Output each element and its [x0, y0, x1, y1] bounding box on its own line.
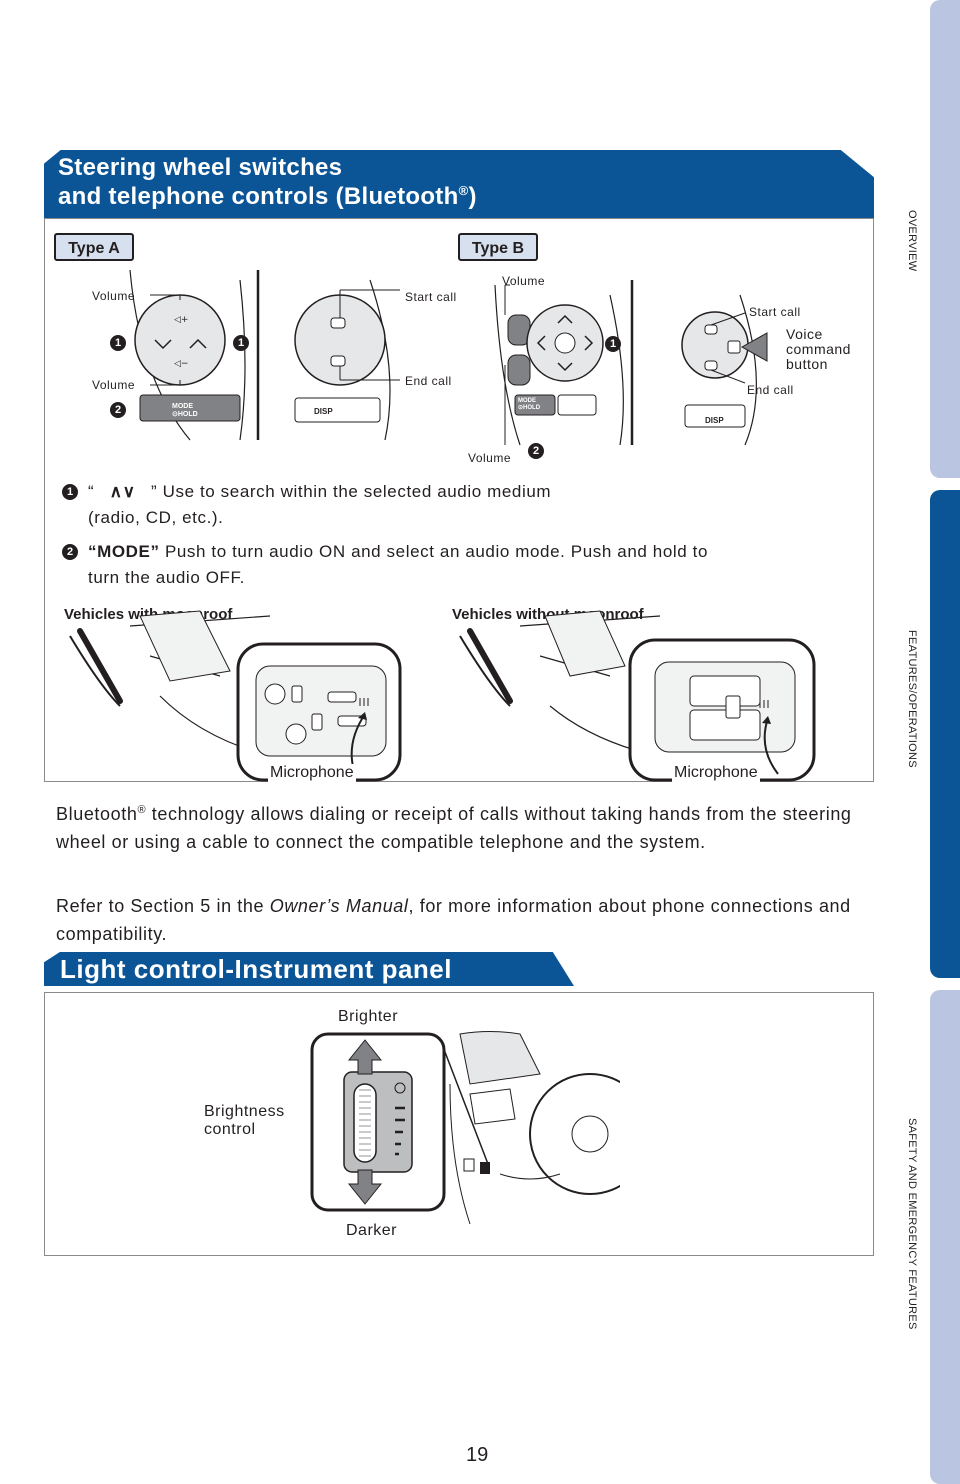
type-b-voice-command: Voice command button	[786, 326, 851, 372]
bluetooth-registered-mark: ®	[137, 804, 147, 816]
item-2-description-cont: turn the audio OFF.	[88, 568, 245, 587]
item-2-bullet: 2	[62, 544, 78, 560]
brightness-control-callout	[310, 1032, 446, 1212]
type-a-end-call: End call	[405, 374, 452, 388]
section-title-line2-close: )	[468, 183, 477, 210]
moonroof-without-illustration	[459, 610, 816, 782]
registered-mark: ®	[458, 183, 469, 198]
brightness-control-label: Brightness control	[204, 1103, 285, 1138]
type-b-volume-down-label: Volume	[468, 451, 512, 465]
owners-manual-text-b: , for more information about phone conne…	[56, 896, 851, 944]
svg-text:◁−: ◁−	[174, 359, 188, 369]
section-header-steering: Steering wheel switches and telephone co…	[44, 150, 874, 218]
moonroof-with-illustration	[69, 610, 402, 782]
owners-manual-title[interactable]: Owner’s Manual	[269, 896, 409, 916]
side-tab-overview[interactable]	[930, 0, 960, 478]
type-a-volume-down-label: Volume	[92, 378, 136, 392]
section-header-light-control: Light control-Instrument panel	[44, 952, 574, 986]
side-tab-safety-label: SAFETY AND EMERGENCY FEATURES	[906, 1118, 918, 1330]
type-b-start-call: Start call	[749, 305, 801, 319]
type-a-start-call: Start call	[405, 290, 457, 304]
item-1-open-quote: “	[88, 482, 95, 501]
side-tab-features-label: FEATURES/OPERATIONS	[906, 630, 918, 768]
section-title-line2: and telephone controls (Bluetooth®)	[58, 183, 477, 211]
type-b-disp-button: DISP	[705, 416, 724, 425]
type-a-bullet-1-left: 1	[110, 335, 126, 351]
brighter-label: Brighter	[338, 1008, 399, 1025]
item-1-close-quote: ”	[151, 482, 158, 501]
type-b-volume-up-label: Volume	[502, 274, 546, 288]
owners-manual-text-a: Refer to Section 5 in the	[56, 896, 270, 916]
type-a-mode-button: MODE ⊙HOLD	[172, 403, 198, 418]
bluetooth-paragraph-text: technology allows dialing or receipt of …	[56, 804, 852, 852]
type-b-label: Type B	[458, 233, 538, 261]
type-a-bullet-1-right: 1	[233, 335, 249, 351]
type-b-end-call: End call	[747, 383, 794, 397]
type-a-volume-up-label: Volume	[92, 289, 136, 303]
type-b-bullet-2: 2	[528, 443, 544, 459]
search-up-down-glyph: ∧∨	[109, 482, 136, 501]
item-1-description-cont: (radio, CD, etc.).	[88, 508, 224, 527]
type-b-steering-illustration	[494, 280, 768, 446]
section-title-line2-text: and telephone controls (Bluetooth	[58, 183, 459, 210]
type-b-bullet-1: 1	[605, 336, 621, 352]
item-2-text: “MODE” Push to turn audio ON and select …	[88, 538, 708, 566]
type-a-steering-illustration: ◁+ ◁−	[129, 269, 400, 441]
item-2-mode-label: “MODE”	[88, 542, 160, 561]
bluetooth-paragraph: Bluetooth® technology allows dialing or …	[56, 796, 866, 856]
item-1-text: “ ∧∨ ” Use to search within the selected…	[88, 478, 551, 506]
side-tab-features[interactable]	[930, 490, 960, 978]
dashboard-illustration	[440, 1031, 620, 1224]
type-b-mode-button: MODE ⊙HOLD	[518, 398, 541, 411]
page-number: 19	[466, 1444, 489, 1466]
owners-manual-paragraph: Refer to Section 5 in the Owner’s Manual…	[56, 892, 866, 948]
microphone-label-with: Microphone	[268, 764, 356, 782]
light-control-panel	[44, 992, 874, 1256]
side-tab-safety[interactable]	[930, 990, 960, 1484]
type-a-label: Type A	[54, 233, 134, 261]
type-a-disp-button: DISP	[314, 407, 333, 416]
darker-label: Darker	[346, 1222, 398, 1239]
bluetooth-word: Bluetooth	[56, 804, 138, 824]
microphone-label-without: Microphone	[672, 764, 760, 782]
section-title-line1: Steering wheel switches	[58, 154, 343, 181]
side-tab-overview-label: OVERVIEW	[906, 210, 918, 272]
type-a-bullet-2: 2	[110, 402, 126, 418]
item-1-description: Use to search within the selected audio …	[162, 482, 552, 501]
item-2-description: Push to turn audio ON and select an audi…	[164, 542, 709, 561]
svg-text:◁+: ◁+	[174, 315, 188, 325]
light-control-title: Light control-Instrument panel	[60, 954, 452, 984]
item-1-bullet: 1	[62, 484, 78, 500]
